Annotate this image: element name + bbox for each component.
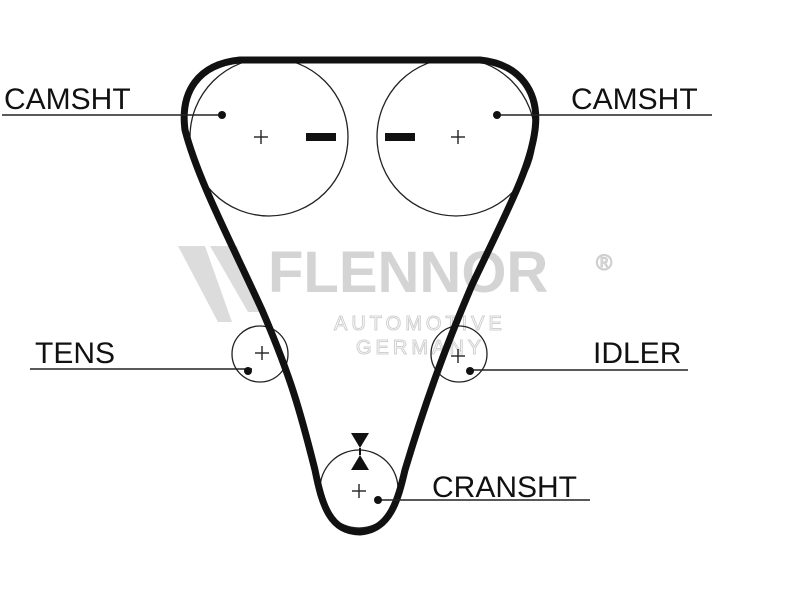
- watermark-logo-mark-2: [210, 246, 262, 312]
- center-mark-cam-left: [254, 130, 268, 144]
- center-marks: [254, 130, 465, 498]
- center-mark-idler: [451, 349, 465, 363]
- label-camshaft-left: CAMSHT: [4, 83, 131, 116]
- watermark-logo-mark: [178, 246, 232, 322]
- timing-belt: [180, 56, 540, 536]
- watermark-line2: GERMANY: [356, 337, 485, 359]
- label-crankshaft: CRANSHT: [432, 471, 577, 504]
- watermark-registered: ®: [596, 250, 612, 275]
- dot-tens: [244, 367, 252, 375]
- watermark: FLENNOR ® AUTOMOTIVE GERMANY: [178, 240, 613, 360]
- idler-pulley: [430, 325, 488, 383]
- tensioner-pulley: [231, 325, 289, 383]
- timing-mark-cam-left: [306, 133, 336, 141]
- dot-idler: [466, 367, 474, 375]
- label-tensioner: TENS: [35, 337, 115, 370]
- dot-cam-right: [493, 111, 501, 119]
- leader-dots: [218, 111, 501, 504]
- crank-timing-marker: [351, 433, 369, 470]
- dot-crank: [374, 496, 382, 504]
- timing-mark-cam-right: [385, 133, 415, 141]
- center-mark-tens: [255, 346, 269, 360]
- label-idler: IDLER: [593, 337, 681, 370]
- leader-lines: [2, 114, 712, 501]
- center-mark-cam-right: [451, 130, 465, 144]
- watermark-brand: FLENNOR: [268, 240, 548, 305]
- dot-cam-left: [218, 111, 226, 119]
- center-mark-crank: [352, 484, 366, 498]
- label-camshaft-right: CAMSHT: [571, 83, 698, 116]
- watermark-line1: AUTOMOTIVE: [334, 313, 506, 335]
